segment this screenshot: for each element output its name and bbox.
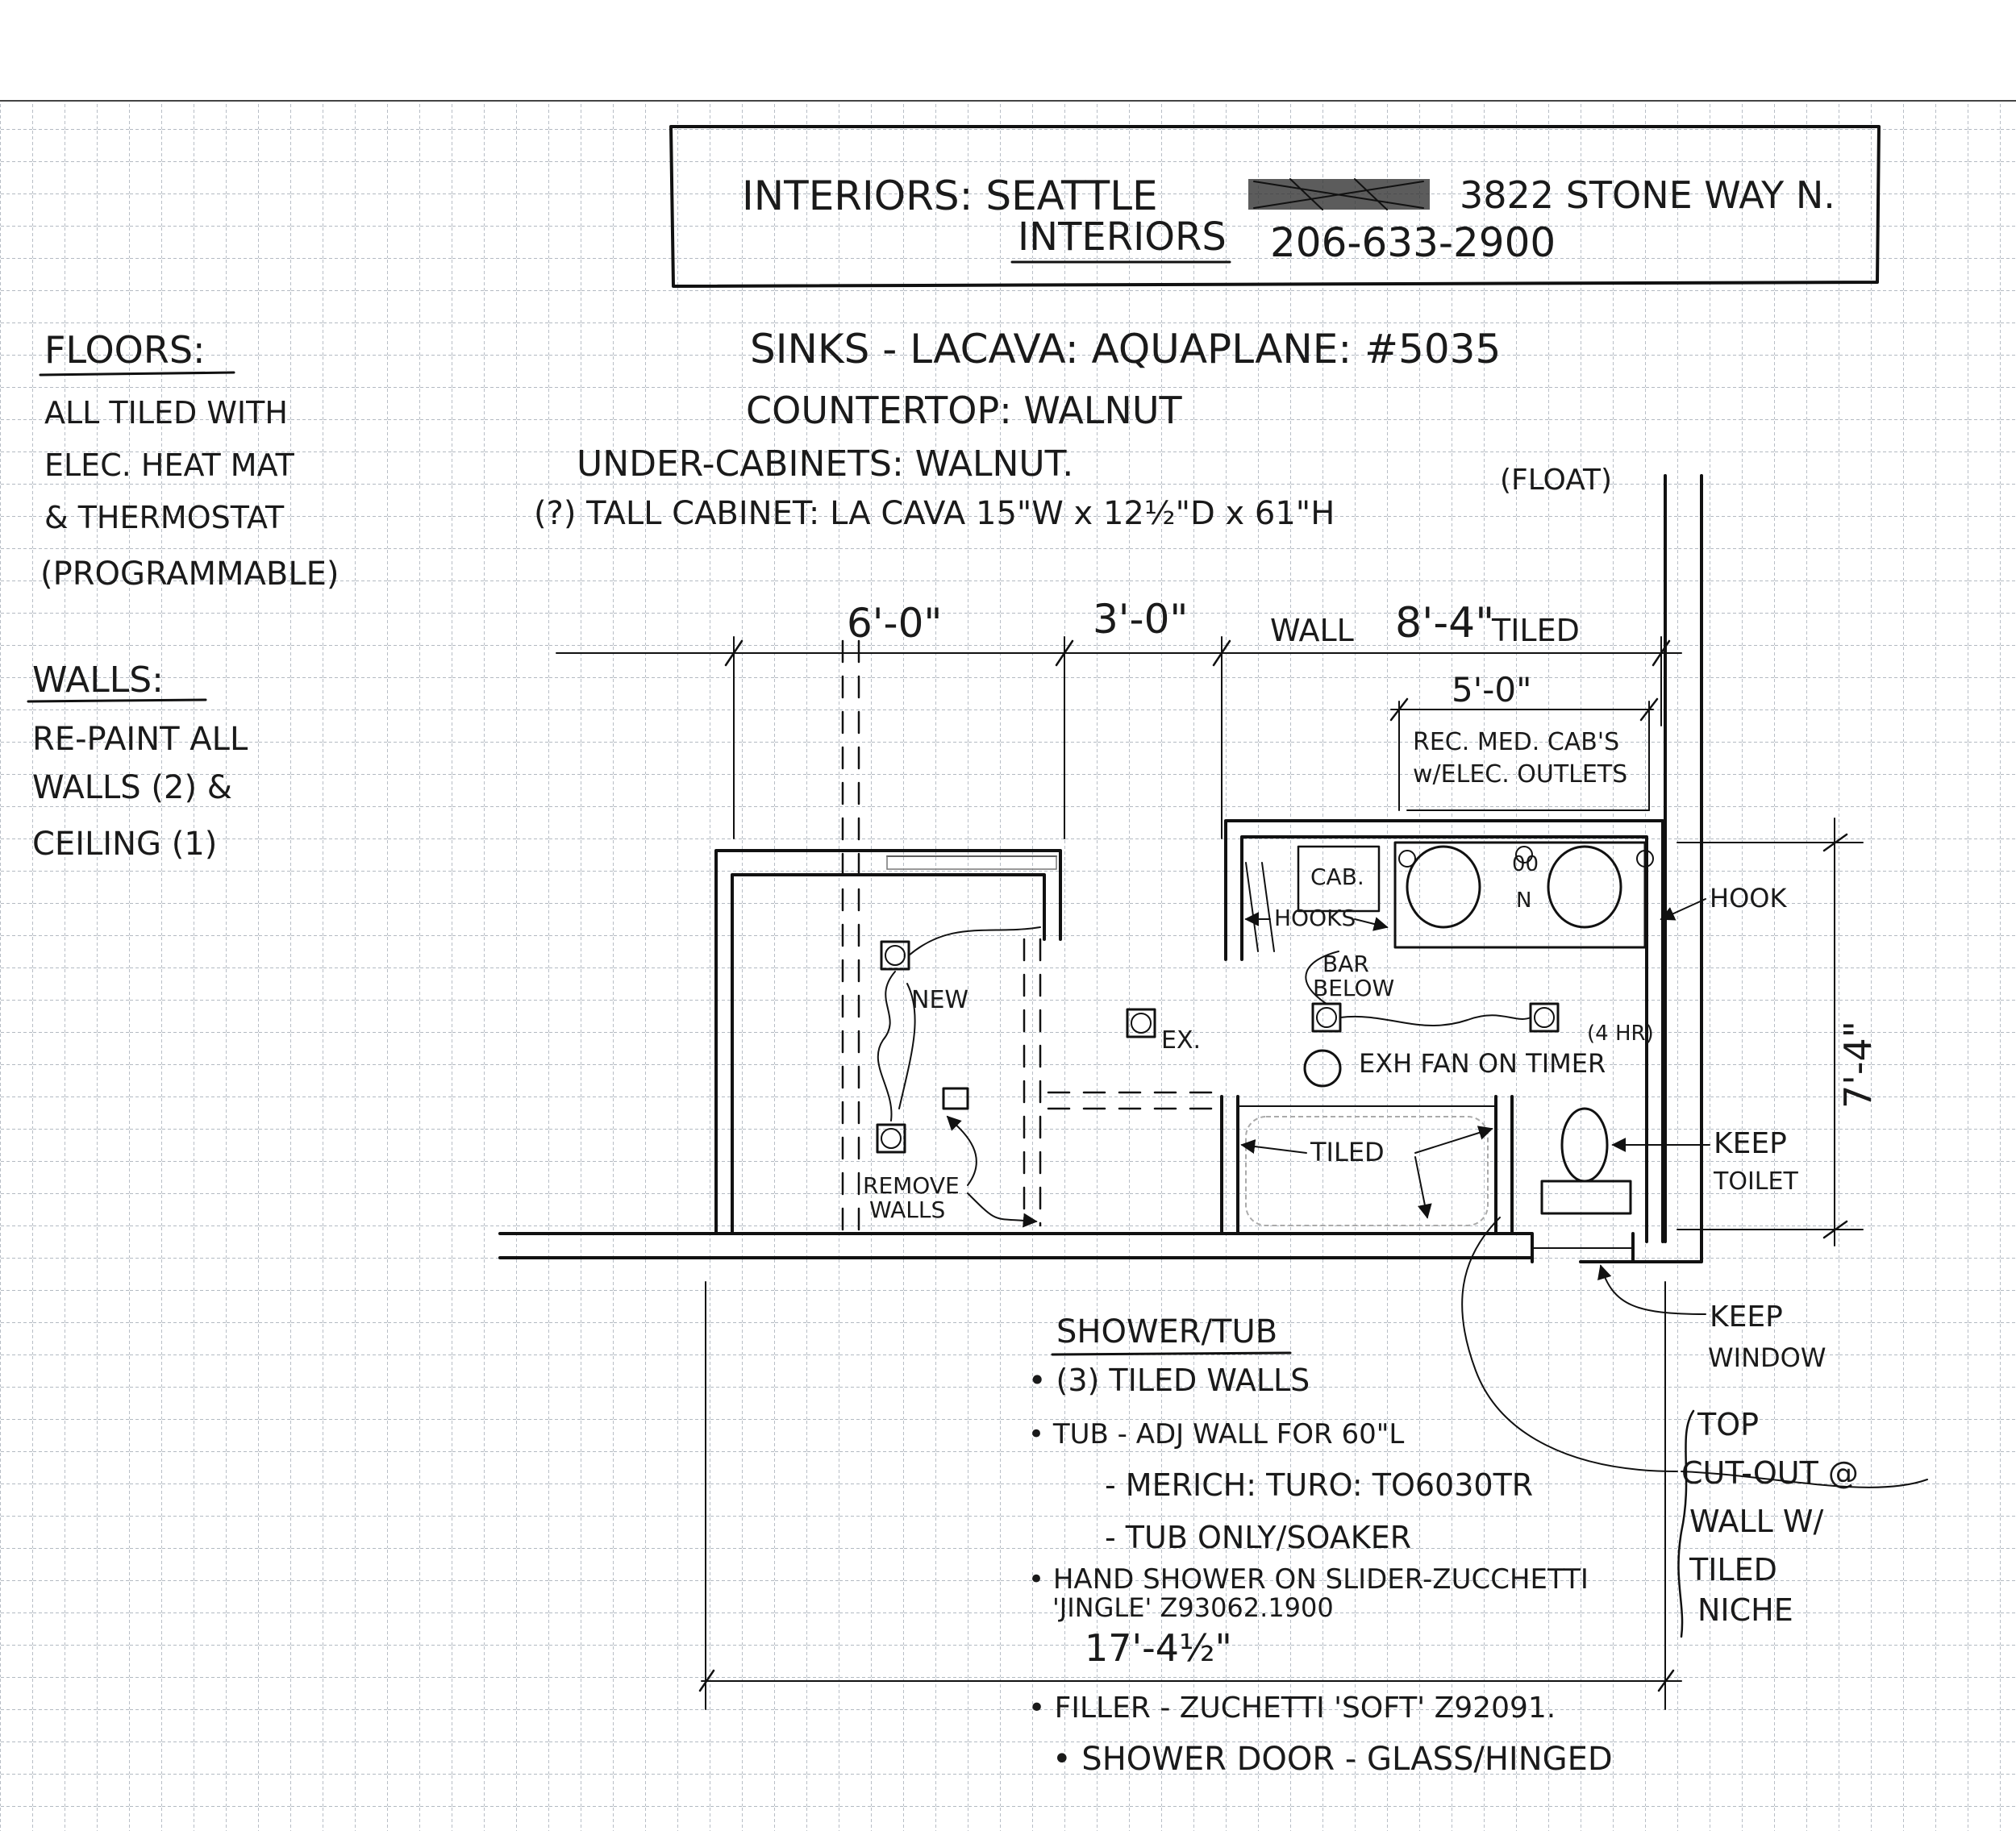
top-cutout-label-5: NICHE: [1697, 1592, 1793, 1628]
dimension-6ft: 6'-0": [847, 600, 942, 647]
keep-window-label-2: WINDOW: [1708, 1342, 1826, 1373]
shower-line-1: • (3) TILED WALLS: [1028, 1363, 1310, 1398]
bathroom-wall: [1224, 819, 1664, 1243]
top-cutout-label-1: TOP: [1697, 1407, 1759, 1442]
right-callouts: 7'-4" KEEP TOILET KEEP WINDOW TOP CUT-OU…: [1461, 818, 1928, 1638]
exterior-bottom-wall: [498, 1232, 1635, 1263]
dimension-3ft: 3'-0": [1093, 596, 1188, 643]
tall-cabinet-note: (?) TALL CABINET: LA CAVA 15"W x 12½"D x…: [534, 495, 1335, 532]
top-dimensions: 6'-0" 3'-0" WALL 8'-4" TILED 5'-0" REC. …: [556, 596, 1682, 839]
title-phone: 206-633-2900: [1270, 219, 1556, 266]
floors-heading: FLOORS:: [44, 328, 206, 372]
dimension-5ft: 5'-0": [1452, 670, 1531, 710]
floors-note: FLOORS: ALL TILED WITH ELEC. HEAT MAT & …: [39, 328, 339, 593]
shower-line-7: • FILLER - ZUCHETTI 'SOFT' Z92091.: [1028, 1692, 1556, 1725]
wiring: [877, 926, 1531, 1121]
shower-line-4: - TUB ONLY/SOAKER: [1105, 1520, 1411, 1555]
walls-underline: [27, 698, 207, 703]
floors-line-2: ELEC. HEAT MAT: [44, 447, 295, 483]
dimension-wall-label: WALL: [1270, 613, 1354, 648]
keep-window-label-1: KEEP: [1710, 1300, 1783, 1334]
sink-left-icon: [1406, 845, 1481, 929]
shower-tub-notes: SHOWER/TUB • (3) TILED WALLS • TUB - ADJ…: [698, 1281, 1682, 1778]
hook-label: HOOK: [1710, 883, 1787, 913]
shower-line-5: • HAND SHOWER ON SLIDER-ZUCCHETTI: [1028, 1563, 1589, 1596]
sinks-note: SINKS - LACAVA: AQUAPLANE: #5035: [750, 326, 1501, 372]
float-note: (FLOAT): [1500, 464, 1612, 497]
svg-text:N: N: [1516, 888, 1531, 913]
med-cab-label-2: w/ELEC. OUTLETS: [1413, 760, 1627, 789]
floors-line-3: & THERMOSTAT: [44, 500, 285, 535]
vanity: CAB. 00 N: [1245, 841, 1654, 952]
sink-right-icon: [1547, 845, 1622, 929]
shower-line-6: 'JINGLE' Z93062.1900: [1052, 1592, 1334, 1623]
remove-walls-label-1: REMOVE: [863, 1172, 960, 1199]
shower-heading: SHOWER/TUB: [1056, 1313, 1277, 1350]
floors-underline: [39, 371, 235, 377]
shower-line-3: - MERICH: TURO: TO6030TR: [1105, 1467, 1533, 1503]
title-block: INTERIORS: SEATTLE 3822 STONE WAY N. INT…: [669, 125, 1881, 288]
walls-line-3: CEILING (1): [32, 826, 217, 863]
title-interiors: INTERIORS: [1018, 214, 1227, 260]
dimension-7ft-4in: 7'-4": [1836, 1021, 1880, 1109]
dimension-8ft: 8'-4": [1395, 599, 1494, 647]
existing-light-fixture: [1126, 1008, 1156, 1038]
floor-plan: CAB. 00 N HOOKS BAR BELOW: [498, 474, 1787, 1263]
cab-label: CAB.: [1310, 863, 1364, 890]
hall-wall: [714, 849, 1062, 1235]
keep-toilet-label-1: KEEP: [1714, 1127, 1787, 1160]
top-cutout-label-4: TILED: [1689, 1552, 1777, 1588]
keep-toilet-label-2: TOILET: [1713, 1167, 1798, 1196]
fan-note: (4 HR): [1587, 1022, 1654, 1046]
remove-walls-label-2: WALLS: [869, 1196, 945, 1223]
dimension-17ft: 17'-4½": [1085, 1626, 1232, 1670]
fixture-notes: SINKS - LACAVA: AQUAPLANE: #5035 COUNTER…: [534, 326, 1612, 532]
med-cab-label-1: REC. MED. CAB'S: [1413, 728, 1619, 756]
title-address: 3822 STONE WAY N.: [1460, 173, 1835, 217]
under-cabinets-note: UNDER-CABINETS: WALNUT.: [577, 443, 1073, 485]
floors-line-1: ALL TILED WITH: [44, 395, 288, 431]
shower-line-8: • SHOWER DOOR - GLASS/HINGED: [1052, 1741, 1613, 1778]
bar-label-1: BAR: [1322, 951, 1369, 977]
walls-note: WALLS: RE-PAINT ALL WALLS (2) & CEILING …: [27, 660, 248, 863]
new-light-fixture-bottom: [876, 1123, 906, 1154]
top-cutout-label-3: WALL W/: [1689, 1504, 1823, 1539]
walls-line-1: RE-PAINT ALL: [32, 721, 248, 758]
bar-label-2: BELOW: [1313, 975, 1394, 1001]
floors-line-4: (PROGRAMMABLE): [40, 556, 339, 593]
walls-line-2: WALLS (2) &: [32, 769, 232, 806]
tub-alcove: [1220, 1095, 1514, 1235]
ex-label: EX.: [1161, 1026, 1201, 1055]
exhaust-fan-icon: [1303, 1049, 1342, 1088]
scribbled-out-word: [1248, 178, 1430, 210]
toilet-icon: [1540, 1107, 1632, 1215]
shower-line-2: • TUB - ADJ WALL FOR 60"L: [1028, 1418, 1404, 1450]
tiled-label: TILED: [1310, 1137, 1385, 1167]
removed-wall-dashed: [841, 639, 1219, 1235]
hooks-label: HOOKS: [1274, 905, 1356, 931]
title-company: INTERIORS: SEATTLE: [742, 173, 1158, 219]
walls-heading: WALLS:: [32, 660, 164, 701]
dimension-tiled-label: TILED: [1491, 613, 1580, 648]
new-label: NEW: [911, 986, 968, 1014]
fan-label: EXH FAN ON TIMER: [1359, 1048, 1606, 1079]
countertop-note: COUNTERTOP: WALNUT: [746, 389, 1182, 432]
